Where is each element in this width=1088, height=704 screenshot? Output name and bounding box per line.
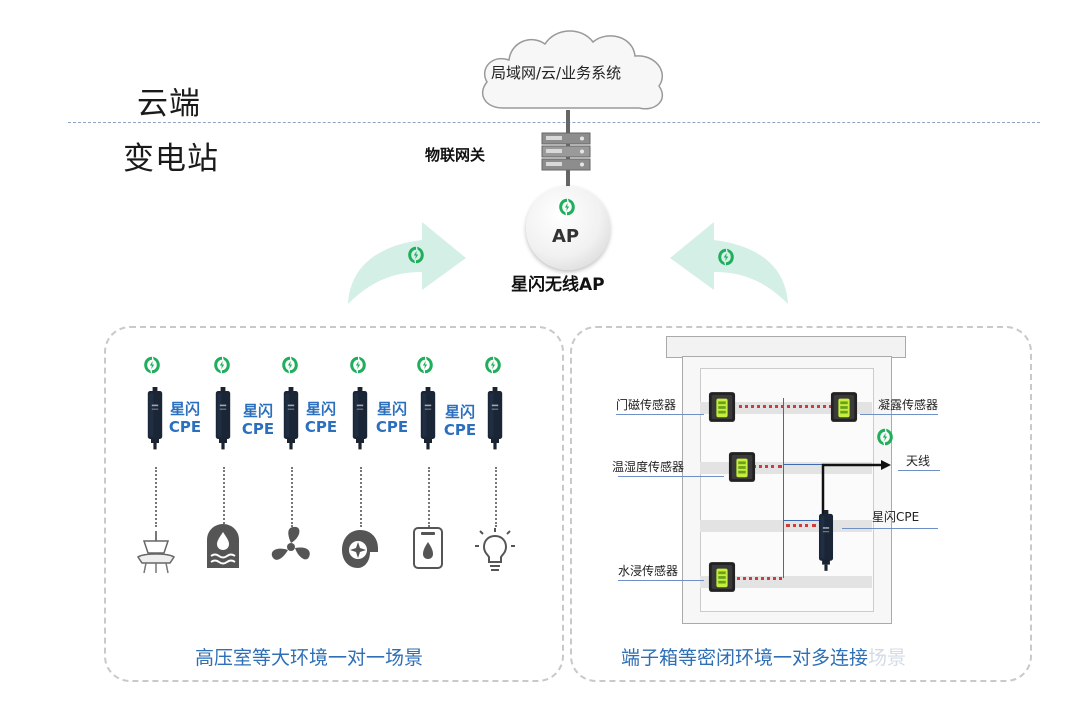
zone-label-cloud: 云端 xyxy=(137,86,201,122)
bus-line xyxy=(783,398,784,578)
cpe-device xyxy=(485,387,505,467)
gateway-label: 物联网关 xyxy=(425,146,486,164)
ap-device xyxy=(526,186,610,270)
connector-line xyxy=(155,467,157,527)
label-arrow xyxy=(618,476,724,477)
nearlink-logo-icon xyxy=(405,244,427,266)
left-panel-caption: 高压室等大环境一对一场景 xyxy=(195,647,424,669)
ap-badge: AP xyxy=(552,226,580,247)
nearlink-logo-icon xyxy=(874,426,896,448)
sensor-wire xyxy=(752,465,782,468)
antenna-label: 天线 xyxy=(906,454,931,468)
connector-line xyxy=(360,467,362,527)
label-arrow xyxy=(616,414,704,415)
label-arrow xyxy=(842,528,938,529)
label-arrow xyxy=(618,580,704,581)
cpe-device xyxy=(418,387,438,467)
blower-icon xyxy=(342,530,378,568)
water-tank-icon xyxy=(207,524,239,568)
dew-sensor-device xyxy=(830,390,858,424)
label-arrow xyxy=(898,470,940,471)
water-sensor-icon xyxy=(413,527,443,569)
zone-divider xyxy=(68,122,1040,123)
cpe-device xyxy=(281,387,301,467)
connector-line xyxy=(291,467,293,527)
sensor-wire xyxy=(732,405,832,408)
nearlink-logo-icon xyxy=(715,246,737,268)
label-arrow xyxy=(860,414,938,415)
water-sensor-label: 水浸传感器 xyxy=(618,564,679,578)
cpe-device xyxy=(213,387,233,467)
antenna-cable xyxy=(821,460,891,521)
water-sensor-device xyxy=(708,560,736,594)
connector-line xyxy=(223,467,225,527)
bus-line xyxy=(783,464,827,465)
nearlink-logo-icon xyxy=(556,196,578,218)
cpe-inside-label: 星闪CPE xyxy=(872,510,920,524)
cabinet-roof xyxy=(666,336,906,358)
sensor-wire xyxy=(786,524,816,527)
fan-icon xyxy=(271,526,310,560)
bus-line xyxy=(783,520,827,521)
door-sensor-device xyxy=(708,390,736,424)
light-bulb-icon xyxy=(475,528,515,571)
nearlink-logo-icon xyxy=(141,354,163,376)
right-caption-faded: 场景 xyxy=(868,647,907,669)
nearlink-logo-icon xyxy=(414,354,436,376)
cloud-label: 局域网/云/业务系统 xyxy=(491,64,622,82)
cloud-icon xyxy=(482,30,664,110)
nearlink-logo-icon xyxy=(279,354,301,376)
left-scenario-panel xyxy=(104,326,564,682)
cpe-device xyxy=(145,387,165,467)
cpe-device xyxy=(814,510,838,588)
nearlink-logo-icon xyxy=(347,354,369,376)
nearlink-logo-icon xyxy=(211,354,233,376)
connector-line xyxy=(428,467,430,527)
cpe-device xyxy=(350,387,370,467)
right-panel-caption: 端子箱等密闭环境一对多连接场景 xyxy=(621,643,906,670)
sensor-wire xyxy=(732,577,782,580)
temp-sensor-label: 温湿度传感器 xyxy=(612,460,685,474)
door-sensor-label: 门磁传感器 xyxy=(616,398,677,412)
temp-sensor-device xyxy=(728,450,756,484)
nearlink-logo-icon xyxy=(482,354,504,376)
connector-line xyxy=(495,467,497,527)
zone-label-substation: 变电站 xyxy=(123,141,219,177)
left-signal-arrow-icon xyxy=(348,222,466,304)
cable-clamp-icon xyxy=(136,531,176,574)
right-caption-main: 端子箱等密闭环境一对多连接 xyxy=(621,647,869,669)
right-scenario-panel xyxy=(570,326,1032,682)
ap-label: 星闪无线AP xyxy=(511,275,605,295)
dew-sensor-label: 凝露传感器 xyxy=(878,398,939,412)
gateway-icon xyxy=(541,132,591,171)
